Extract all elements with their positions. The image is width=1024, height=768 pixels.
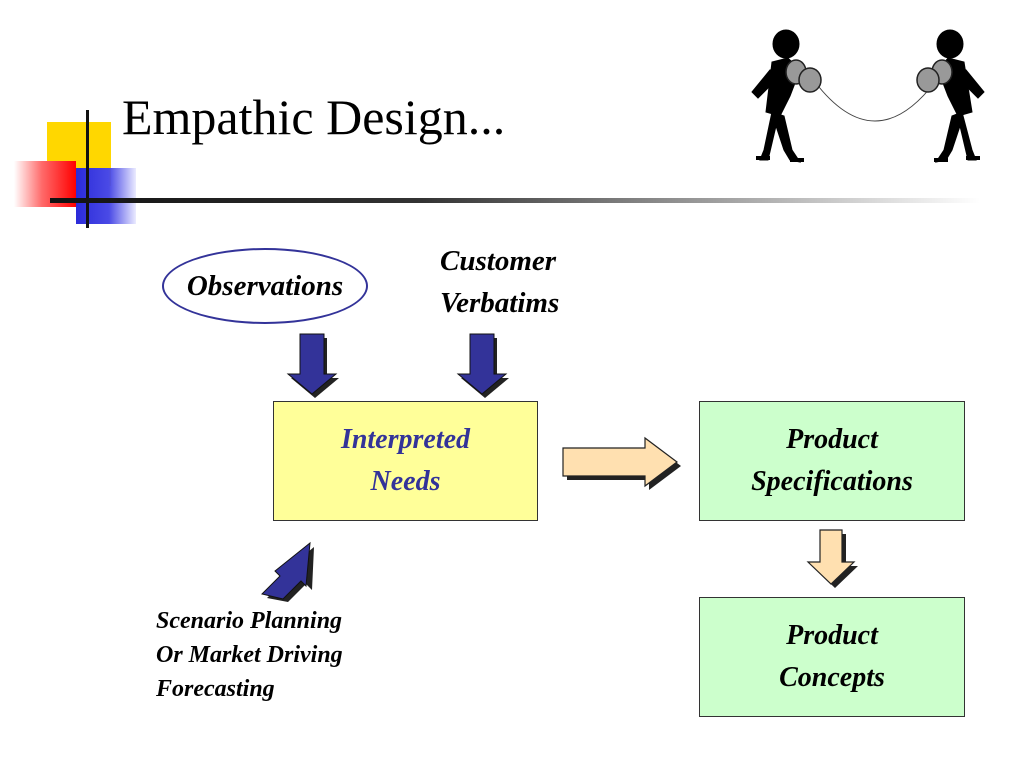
customer-verbatims-label: Customer Verbatims — [440, 245, 560, 319]
observations-oval: Observations — [162, 248, 368, 324]
arrow-observations-down — [286, 333, 338, 395]
arrow-verbatims-down — [456, 333, 508, 395]
slide-title: Empathic Design... — [122, 89, 506, 145]
product-concepts-box: Product Concepts — [699, 597, 965, 717]
arrow-specs-to-concepts — [806, 529, 856, 585]
decor-vertical-line — [86, 110, 89, 228]
product-specifications-box: Product Specifications — [699, 401, 965, 521]
product-specifications-label: Product Specifications — [751, 424, 913, 497]
arrow-scenario-up — [261, 541, 311, 600]
arrow-needs-to-specs — [562, 436, 678, 488]
observations-label: Observations — [186, 269, 344, 302]
scenario-planning-label: Scenario Planning Or Market Driving Fore… — [156, 608, 343, 702]
interpreted-needs-label: Interpreted Needs — [340, 424, 471, 497]
product-concepts-label: Product Concepts — [779, 620, 885, 693]
title-underline — [50, 198, 980, 203]
interpreted-needs-box: Interpreted Needs — [273, 401, 538, 521]
